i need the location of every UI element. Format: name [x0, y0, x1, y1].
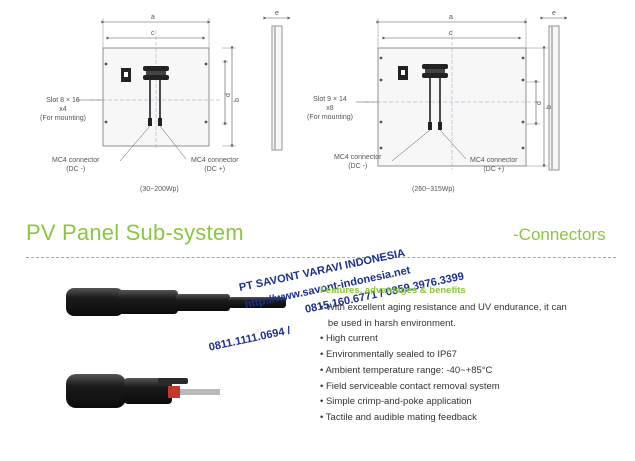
connector-minus-label-2: MC4 connector (DC -): [334, 153, 381, 171]
feature-item: • Field serviceable contact removal syst…: [320, 380, 500, 392]
slot-count-1: x4: [59, 106, 67, 113]
feature-item: • Simple crimp-and-poke application: [320, 396, 472, 408]
dim-d-label-1: d: [225, 93, 232, 97]
slot-size-1: Slot 8 × 16: [46, 97, 80, 104]
slot-label-1: Slot 8 × 16 x4 (For mounting): [35, 96, 91, 123]
connector-polarity: (DC +): [483, 166, 505, 173]
dim-b-label-2: b: [546, 105, 553, 109]
dim-d-label-2: d: [536, 101, 543, 105]
mc4-connector-pair-image: [66, 288, 286, 316]
connector-plus-label-2: MC4 connector (DC +): [470, 156, 517, 174]
side-view-2: [540, 16, 568, 171]
dim-b-label-1: b: [234, 98, 241, 102]
slot-label-2: Slot 9 × 14 x8 (For mounting): [302, 95, 358, 122]
watermark-phones-2: 0811.1111.0694 /: [208, 325, 292, 354]
dim-a-label-2: a: [449, 14, 453, 21]
power-range-2: (260~315Wp): [412, 186, 455, 193]
slot-count-2: x8: [326, 105, 334, 112]
side-view-1: [263, 16, 291, 151]
slot-size-2: Slot 9 × 14: [313, 96, 347, 103]
slot-purpose-1: (For mounting): [40, 115, 86, 122]
dim-c-label-1: c: [151, 30, 155, 37]
slot-purpose-2: (For mounting): [307, 114, 353, 121]
connector-plus-label-1: MC4 connector (DC +): [191, 156, 238, 174]
feature-item: • High current: [320, 333, 378, 345]
power-range-1: (30~200Wp): [140, 186, 179, 193]
connector-name: MC4 connector: [191, 157, 239, 164]
panel-drawing-2: [356, 18, 548, 170]
feature-item: • Tactile and audible mating feedback: [320, 411, 477, 423]
connector-name: MC4 connector: [470, 157, 518, 164]
section-subtitle: -Connectors: [513, 225, 606, 244]
dim-e-label-2: e: [552, 10, 556, 17]
mc4-connector-single-image: [66, 374, 220, 408]
feature-item: • Environmentally sealed to IP67: [320, 349, 457, 361]
dim-e-label-1: e: [275, 10, 279, 17]
feature-item: • Ambient temperature range: -40~+85°C: [320, 364, 493, 376]
features-list: • With excellent aging resistance and UV…: [320, 300, 620, 426]
connector-minus-label-1: MC4 connector (DC -): [52, 156, 99, 174]
connector-polarity: (DC +): [204, 166, 226, 173]
dim-c-label-2: c: [449, 30, 453, 37]
connector-polarity: (DC -): [348, 163, 368, 170]
connector-polarity: (DC -): [66, 166, 86, 173]
feature-item: be used in harsh environment.: [320, 317, 456, 329]
dim-a-label-1: a: [151, 14, 155, 21]
panel-drawing-1: [76, 18, 236, 162]
connector-name: MC4 connector: [334, 154, 382, 161]
feature-item: • With excellent aging resistance and UV…: [320, 302, 567, 313]
connector-name: MC4 connector: [52, 157, 100, 164]
dashed-divider: [26, 257, 616, 258]
section-title: PV Panel Sub-system: [26, 220, 244, 245]
features-heading: Features, advantages & benefits: [320, 285, 466, 296]
